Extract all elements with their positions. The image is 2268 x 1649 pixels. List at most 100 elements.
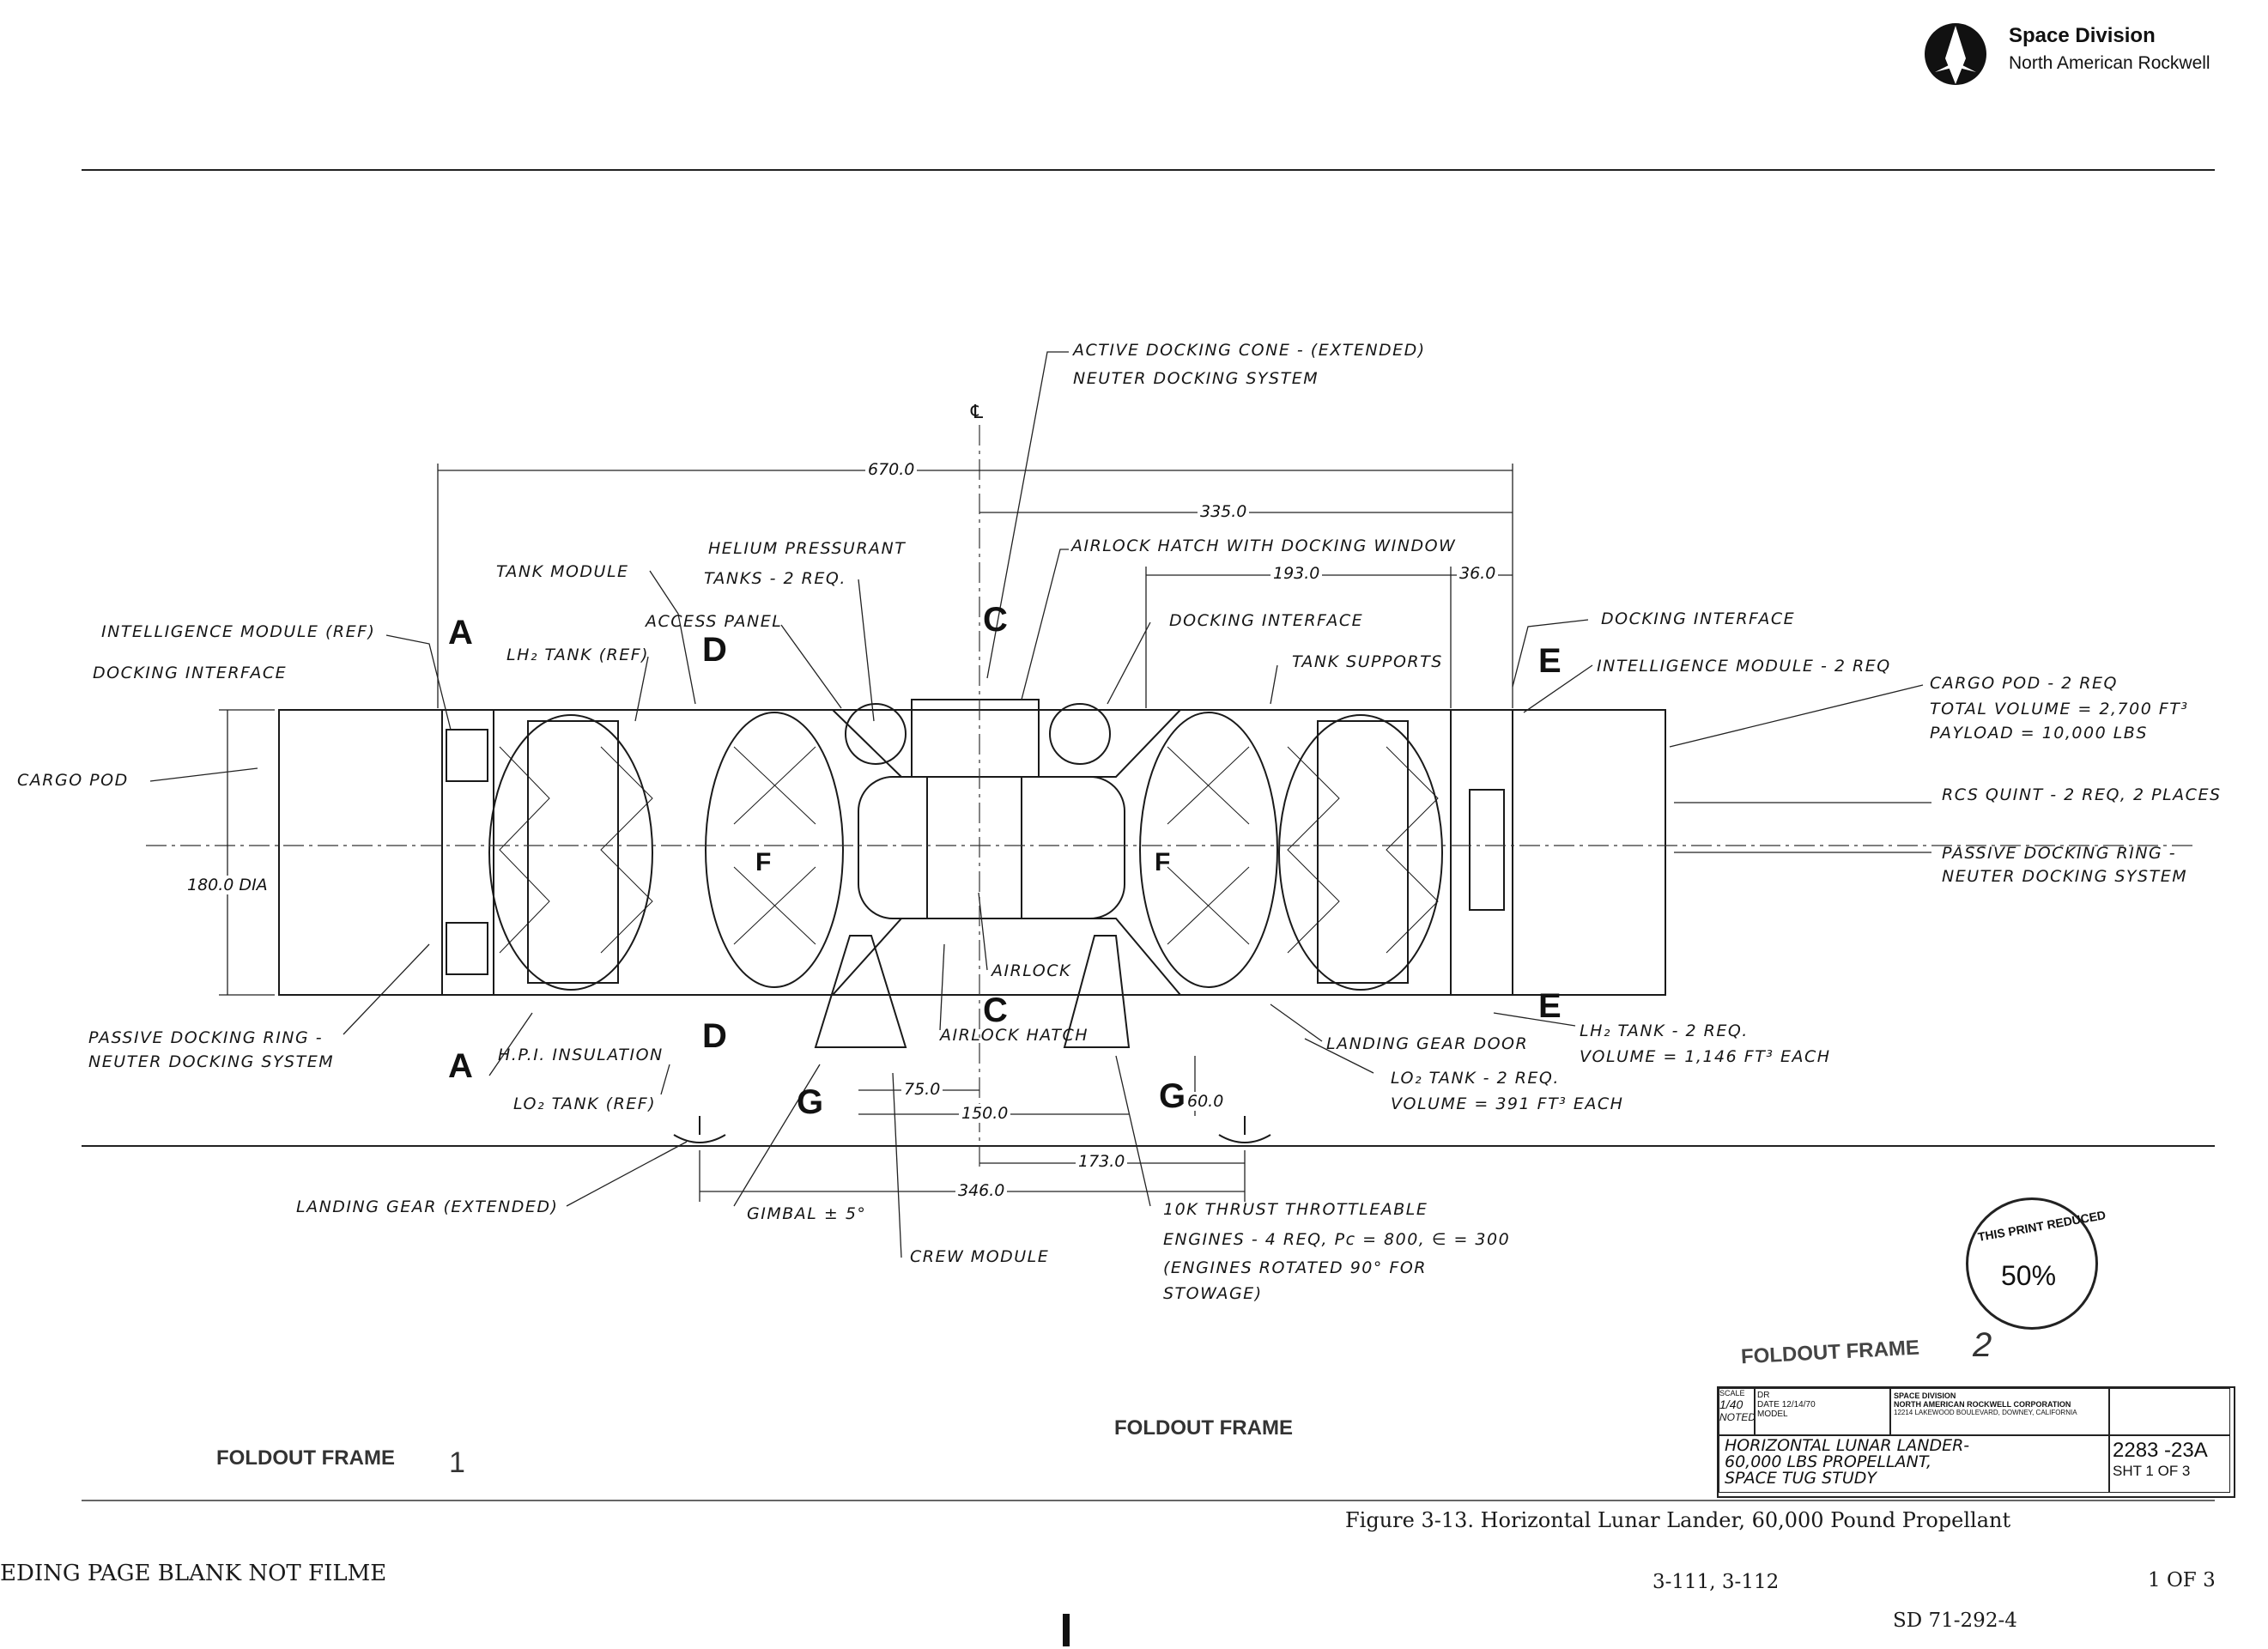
label-cargo-payload: PAYLOAD = 10,000 LBS — [1930, 724, 2148, 743]
scale-label: SCALE — [1719, 1389, 1745, 1397]
section-mark-f-right: F — [1155, 848, 1171, 876]
foldout-frame-mid: FOLDOUT FRAME — [1114, 1416, 1293, 1440]
dim-193: 193.0 — [1270, 564, 1323, 583]
title-block: SCALE 1/40 NOTED DR DATE 12/14/70 MODEL … — [1717, 1386, 2235, 1498]
label-cargo-pod-right: CARGO POD - 2 REQ — [1930, 674, 2118, 693]
title-block-scale: SCALE 1/40 NOTED — [1719, 1388, 1755, 1435]
cargo-pod-left-shape — [278, 709, 443, 996]
label-engines-1: 10K THRUST THROTTLEABLE — [1163, 1200, 1428, 1219]
dr-label: DR — [1757, 1391, 1770, 1400]
dim-diameter: 180.0 DIA — [185, 876, 270, 894]
label-airlock-hatch-window: AIRLOCK HATCH WITH DOCKING WINDOW — [1071, 537, 1457, 555]
label-passive-docking-right-2: NEUTER DOCKING SYSTEM — [1942, 867, 2188, 886]
label-passive-docking-left-1: PASSIVE DOCKING RING - — [88, 1028, 324, 1047]
section-mark-e-top: E — [1538, 642, 1562, 680]
foldout-frame-2-number: 2 — [1973, 1326, 1992, 1364]
cargo-pod-right-shape — [1512, 709, 1666, 996]
landing-gear-right-shape — [1218, 1134, 1271, 1143]
section-mark-f-left: F — [755, 848, 772, 876]
date-label: DATE — [1757, 1400, 1780, 1410]
tb-title-2: 60,000 LBS PROPELLANT, — [1725, 1452, 1932, 1471]
section-mark-c-top: C — [983, 601, 1008, 639]
dim-36: 36.0 — [1457, 564, 1499, 583]
tb-division: SPACE DIVISION — [1894, 1391, 1956, 1400]
title-block-number: 2283 -23A SHT 1 OF 3 — [2109, 1435, 2230, 1493]
foldout-frame-1: FOLDOUT FRAME — [216, 1446, 395, 1470]
tb-title-1: HORIZONTAL LUNAR LANDER- — [1725, 1436, 1970, 1455]
label-landing-gear-door: LANDING GEAR DOOR — [1326, 1034, 1529, 1053]
crew-module-shape — [858, 776, 1125, 919]
label-engines-2: ENGINES - 4 REQ, Pc = 800, ∈ = 300 — [1163, 1230, 1511, 1249]
label-tank-module: TANK MODULE — [496, 562, 629, 581]
lh2-tank-right-shape — [1278, 714, 1443, 991]
blank-page-notice: EDING PAGE BLANK NOT FILME — [0, 1561, 387, 1586]
dim-overall: 670.0 — [865, 460, 918, 479]
section-mark-e-bottom: E — [1538, 987, 1562, 1025]
section-mark-a-top: A — [448, 614, 473, 652]
label-lo2-tank-2req: LO₂ TANK - 2 REQ. — [1391, 1069, 1560, 1088]
label-helium-pressurant: HELIUM PRESSURANT — [708, 539, 907, 558]
label-engines-3: (ENGINES ROTATED 90° FOR — [1163, 1258, 1427, 1277]
label-docking-interface-left: DOCKING INTERFACE — [93, 664, 288, 682]
title-block-blank — [2109, 1388, 2230, 1435]
section-mark-d-bottom: D — [702, 1017, 727, 1055]
label-lo2-volume: VOLUME = 391 FT³ EACH — [1391, 1094, 1624, 1113]
model-label: MODEL — [1757, 1410, 1788, 1419]
label-hpi-insulation: H.P.I. INSULATION — [498, 1046, 664, 1064]
tb-address: 12214 LAKEWOOD BOULEVARD, DOWNEY, CALIFO… — [1894, 1409, 2077, 1416]
label-passive-docking-left-2: NEUTER DOCKING SYSTEM — [88, 1052, 335, 1071]
dim-173: 173.0 — [1076, 1152, 1128, 1171]
dim-150: 150.0 — [959, 1104, 1011, 1123]
label-lh2-tank-2req: LH₂ TANK - 2 REQ. — [1580, 1022, 1749, 1040]
label-cargo-total-volume: TOTAL VOLUME = 2,700 FT³ — [1930, 700, 2189, 718]
figure-caption: Figure 3-13. Horizontal Lunar Lander, 60… — [1345, 1508, 2011, 1532]
title-block-company: SPACE DIVISION NORTH AMERICAN ROCKWELL C… — [1890, 1388, 2109, 1435]
lo2-tank-right-shape — [1139, 712, 1278, 988]
lh2-tank-left-shape — [488, 714, 653, 991]
label-docking-interface-center: DOCKING INTERFACE — [1169, 611, 1364, 630]
engine-left-shape — [814, 935, 907, 1048]
company-subtitle: North American Rockwell — [2009, 53, 2210, 73]
foldout-frame-1-number: 1 — [449, 1446, 465, 1479]
north-american-rockwell-logo-icon — [1925, 23, 1986, 85]
print-reduced-stamp: THIS PRINT REDUCED 50% — [1966, 1197, 2107, 1330]
section-mark-d-top: D — [702, 631, 727, 669]
label-intelligence-module-2req: INTELLIGENCE MODULE - 2 REQ — [1597, 657, 1891, 676]
tb-drawing-number: 2283 -23A — [2113, 1439, 2208, 1462]
dim-half: 335.0 — [1198, 502, 1250, 521]
tb-title-3: SPACE TUG STUDY — [1725, 1469, 1877, 1488]
dim-75: 75.0 — [901, 1080, 943, 1099]
tb-corp: NORTH AMERICAN ROCKWELL CORPORATION — [1894, 1400, 2071, 1409]
helium-tank-right-shape — [1049, 703, 1111, 765]
label-lh2-volume: VOLUME = 1,146 FT³ EACH — [1580, 1047, 1831, 1066]
title-block-title: HORIZONTAL LUNAR LANDER- 60,000 LBS PROP… — [1719, 1435, 2109, 1493]
label-helium-tanks: TANKS - 2 REQ. — [704, 569, 846, 588]
label-engines-4: STOWAGE) — [1163, 1284, 1263, 1303]
label-lo2-tank-ref: LO₂ TANK (REF) — [513, 1094, 657, 1113]
dim-346: 346.0 — [955, 1181, 1008, 1200]
label-landing-gear-extended: LANDING GEAR (EXTENDED) — [296, 1197, 559, 1216]
label-access-panel: ACCESS PANEL — [646, 612, 783, 631]
section-mark-g-left: G — [797, 1083, 824, 1121]
scale-value: 1/40 — [1719, 1397, 1743, 1411]
label-docking-interface-right: DOCKING INTERFACE — [1601, 609, 1796, 628]
section-mark-a-bottom: A — [448, 1047, 473, 1085]
label-intelligence-module-ref: INTELLIGENCE MODULE (REF) — [101, 622, 376, 641]
tb-sheet: SHT 1 OF 3 — [2113, 1463, 2191, 1479]
label-tank-supports: TANK SUPPORTS — [1292, 652, 1443, 671]
label-neuter-docking-system: NEUTER DOCKING SYSTEM — [1073, 369, 1319, 388]
label-active-docking-cone: ACTIVE DOCKING CONE - (EXTENDED) — [1073, 341, 1426, 360]
main-body-shape — [441, 709, 1513, 996]
label-rcs-quint: RCS QUINT - 2 REQ, 2 PLACES — [1942, 785, 2222, 804]
scale-noted: NOTED — [1719, 1411, 1755, 1423]
helium-tank-left-shape — [845, 703, 907, 765]
title-block-dates: DR DATE 12/14/70 MODEL — [1755, 1388, 1890, 1435]
label-passive-docking-right-1: PASSIVE DOCKING RING - — [1942, 844, 2177, 863]
lo2-tank-left-shape — [705, 712, 844, 988]
sheet-of: 1 OF 3 — [2148, 1569, 2216, 1591]
date-value: 12/14/70 — [1781, 1400, 1816, 1410]
label-gimbal: GIMBAL ± 5° — [747, 1204, 867, 1223]
landing-gear-left-shape — [673, 1134, 726, 1143]
section-mark-g-right: G — [1159, 1077, 1186, 1115]
